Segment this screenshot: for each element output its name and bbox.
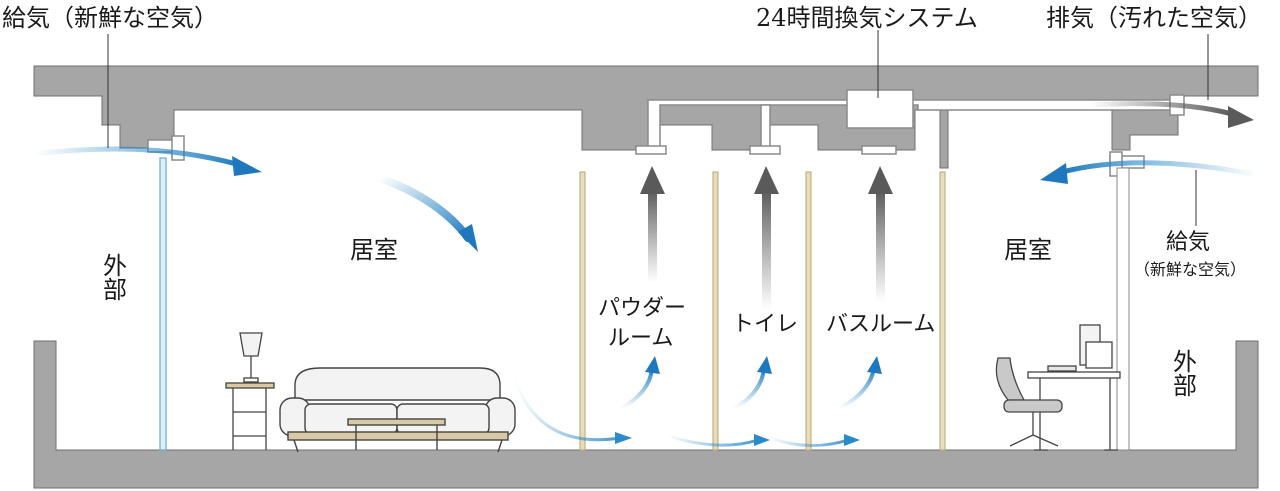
grille-toilet (749, 145, 781, 155)
rise-flow-3 (838, 366, 876, 410)
supply-flow-right (1059, 160, 1261, 178)
pillar-1 (579, 171, 586, 451)
label-outside-right: 外部 (1173, 348, 1197, 400)
label-supply-left: 給気（新鮮な空気） (2, 4, 218, 32)
pillar-4 (939, 171, 946, 451)
floor-flow-2 (666, 434, 760, 447)
office-chair (995, 357, 1063, 447)
label-room-left: 居室 (350, 236, 398, 264)
rise-flow-2 (733, 366, 766, 410)
label-bathroom: バスルーム (826, 312, 936, 337)
sofa (279, 367, 516, 453)
exhaust-out (1089, 101, 1233, 117)
label-exhaust: 排気（汚れた空気） (1046, 4, 1262, 32)
exhaust-flows (640, 101, 1254, 310)
grille-bath (861, 145, 897, 155)
floor-flow-3 (768, 436, 850, 448)
floor-flow-1 (513, 378, 622, 442)
floor-slab (33, 340, 1259, 489)
label-powder-room-2: ルーム (608, 326, 674, 351)
exhaust-rise-bath (876, 190, 885, 302)
rise-flow-1 (620, 366, 654, 410)
supply-vent-left-box (171, 135, 185, 161)
wall-right (1116, 167, 1130, 451)
exhaust-rise-powder (648, 190, 657, 282)
label-supply-right-sub: （新鮮な空気） (1134, 260, 1247, 279)
supply-flow-left (31, 146, 243, 168)
label-supply-right: 給気 (1166, 230, 1211, 255)
label-system: 24時間換気システム (756, 4, 978, 32)
fresh-air-flows (31, 146, 1261, 448)
room-flow-left (376, 174, 472, 242)
walls (159, 157, 1130, 451)
ventilation-unit (846, 89, 914, 129)
label-room-right: 居室 (1004, 236, 1052, 264)
grille-powder (635, 145, 667, 155)
label-outside-left: 外部 (103, 252, 127, 304)
building-structure (33, 65, 1259, 489)
leader-lines (107, 30, 1209, 226)
lamp-table (225, 332, 275, 450)
pillar-2 (712, 171, 719, 451)
pillar-3 (805, 171, 812, 451)
exhaust-rise-toilet (762, 190, 771, 310)
coffee-table (347, 418, 446, 450)
window-left (159, 157, 167, 451)
label-toilet: トイレ (732, 312, 799, 337)
duct-branch-toilet (760, 104, 771, 151)
desk (1027, 324, 1121, 451)
label-powder-room-1: パウダー (598, 296, 687, 321)
